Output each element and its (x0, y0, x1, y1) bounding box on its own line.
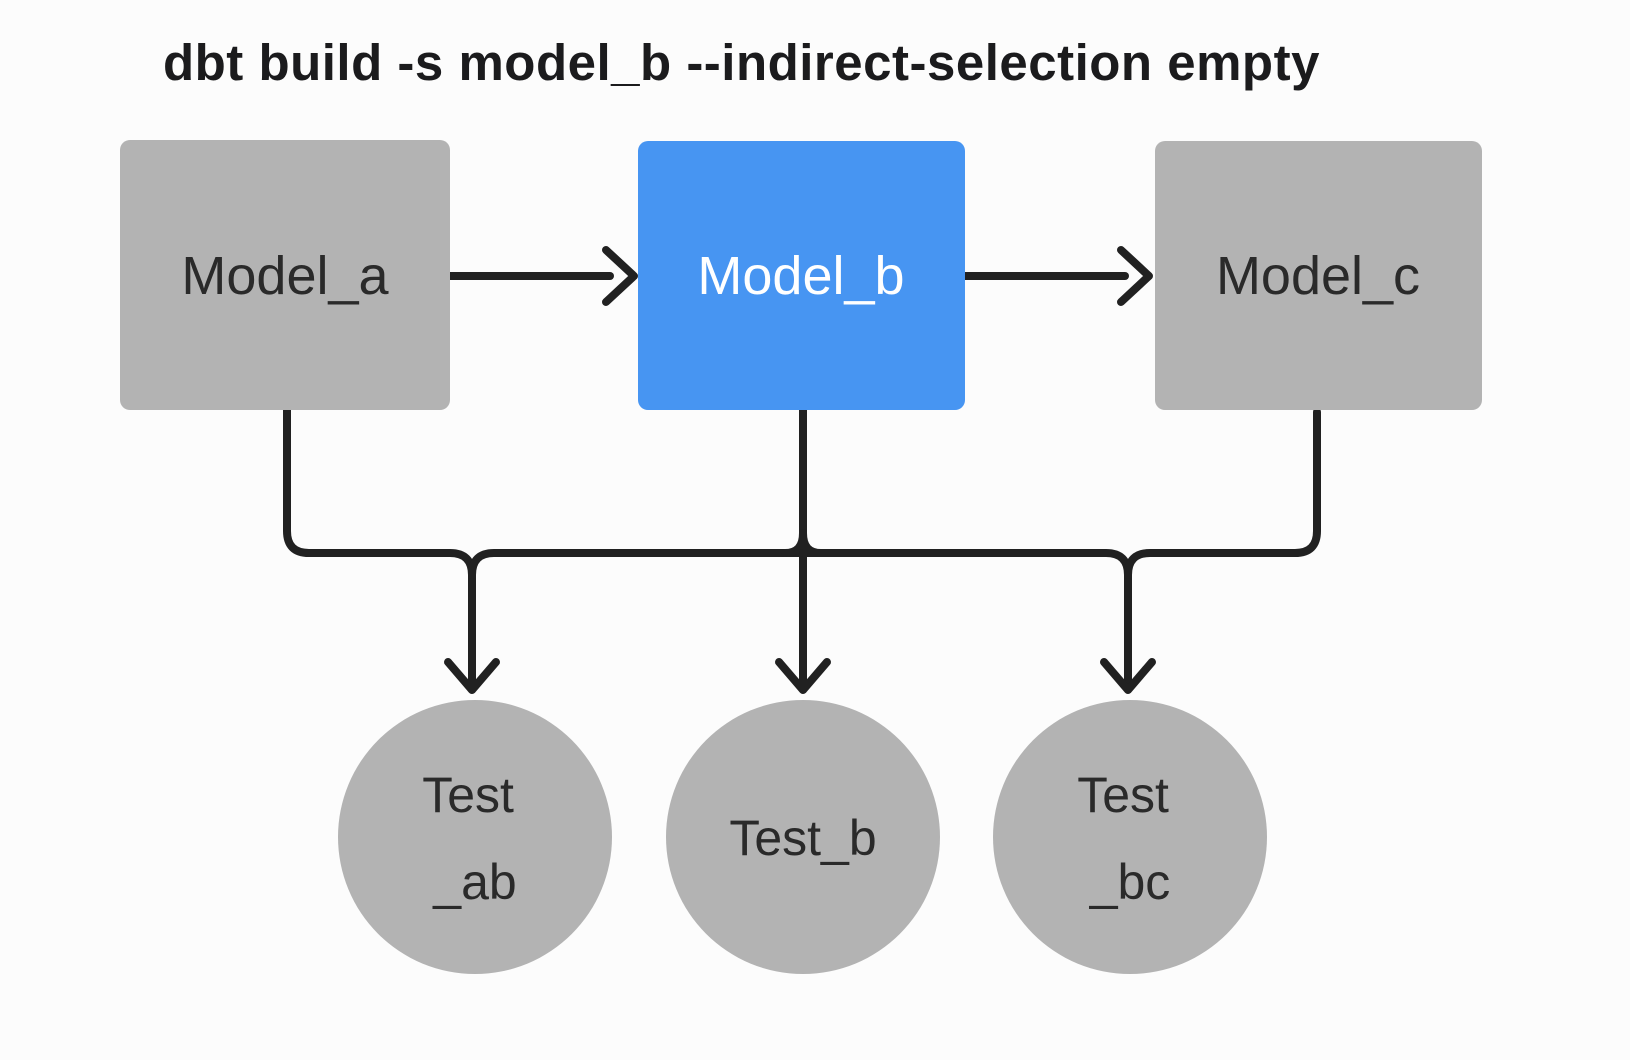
model-b-box (638, 141, 965, 410)
test-bc-label: Test _bc (1077, 767, 1183, 910)
edge-model-c-to-test-bc (1124, 408, 1321, 579)
node-test-ab: Test _ab (338, 700, 612, 974)
edge-model-b-to-test-bc (799, 549, 1132, 686)
node-test-bc: Test _bc (993, 700, 1267, 974)
model-c-label: Model_c (1216, 246, 1420, 306)
node-model-b: Model_b (638, 141, 965, 410)
test-b-label: Test_b (729, 810, 876, 866)
node-model-a: Model_a (120, 140, 450, 410)
edge-model-a-to-test-ab (283, 406, 476, 686)
edge-layer (283, 246, 1321, 694)
test-ab-circle (338, 700, 612, 974)
test-bc-label-line2: _bc (1089, 854, 1171, 910)
model-a-box (120, 140, 450, 410)
test-b-circle (666, 700, 940, 974)
test-ab-label-line1: Test (422, 767, 514, 823)
model-b-label: Model_b (697, 246, 904, 306)
test-bc-label-line1: Test (1077, 767, 1169, 823)
test-bc-circle (993, 700, 1267, 974)
test-ab-label: Test _ab (422, 767, 528, 910)
test-ab-label-line2: _ab (432, 854, 516, 910)
node-model-c: Model_c (1155, 141, 1482, 410)
arrowhead-model-b-icon (602, 246, 638, 306)
model-a-label: Model_a (181, 246, 389, 306)
arrowhead-test-bc-icon (1100, 658, 1156, 694)
model-c-box (1155, 141, 1482, 410)
arrowhead-test-b-icon (775, 658, 831, 694)
command-title: dbt build -s model_b --indirect-selectio… (163, 34, 1320, 91)
arrowhead-test-ab-icon (444, 658, 500, 694)
arrowhead-model-c-icon (1117, 246, 1153, 306)
node-test-b: Test_b (666, 700, 940, 974)
edge-model-b-to-test-ab (468, 549, 807, 579)
